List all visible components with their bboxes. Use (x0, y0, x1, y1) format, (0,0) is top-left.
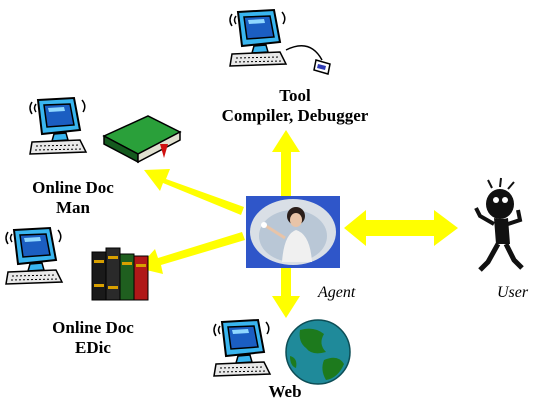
mouse-icon (285, 45, 331, 75)
online-doc-man-line1: Online Doc (32, 178, 114, 197)
tool-computer (229, 9, 331, 75)
doc-edic-computer (5, 227, 149, 301)
doc-man-computer (29, 97, 182, 164)
tool-label: Tool Compiler, Debugger (200, 86, 390, 126)
agent-photo (246, 196, 340, 268)
arrows (138, 130, 458, 318)
books-icon (91, 247, 149, 301)
tool-subtitle: Compiler, Debugger (221, 106, 369, 125)
web-label-text: Web (268, 382, 302, 401)
online-doc-edic-line2: EDic (75, 338, 111, 357)
online-doc-man-label: Online Doc Man (18, 178, 128, 218)
web-label: Web (240, 382, 330, 402)
agent-label: Agent (318, 284, 356, 301)
book-icon (102, 115, 182, 164)
arrow-to-doc-man (144, 169, 244, 215)
online-doc-edic-line1: Online Doc (52, 318, 134, 337)
globe-icon (285, 319, 351, 385)
arrow-double-user (344, 210, 458, 246)
online-doc-edic-label: Online Doc EDic (38, 318, 148, 358)
arrow-to-doc-edic (138, 232, 245, 274)
arrow-to-tool (272, 130, 300, 196)
tool-title: Tool (279, 86, 311, 105)
user-label: User (497, 284, 529, 301)
web-computer (213, 319, 351, 385)
online-doc-man-line2: Man (56, 198, 90, 217)
user-figure-icon (474, 177, 524, 272)
arrow-to-web (272, 266, 300, 318)
